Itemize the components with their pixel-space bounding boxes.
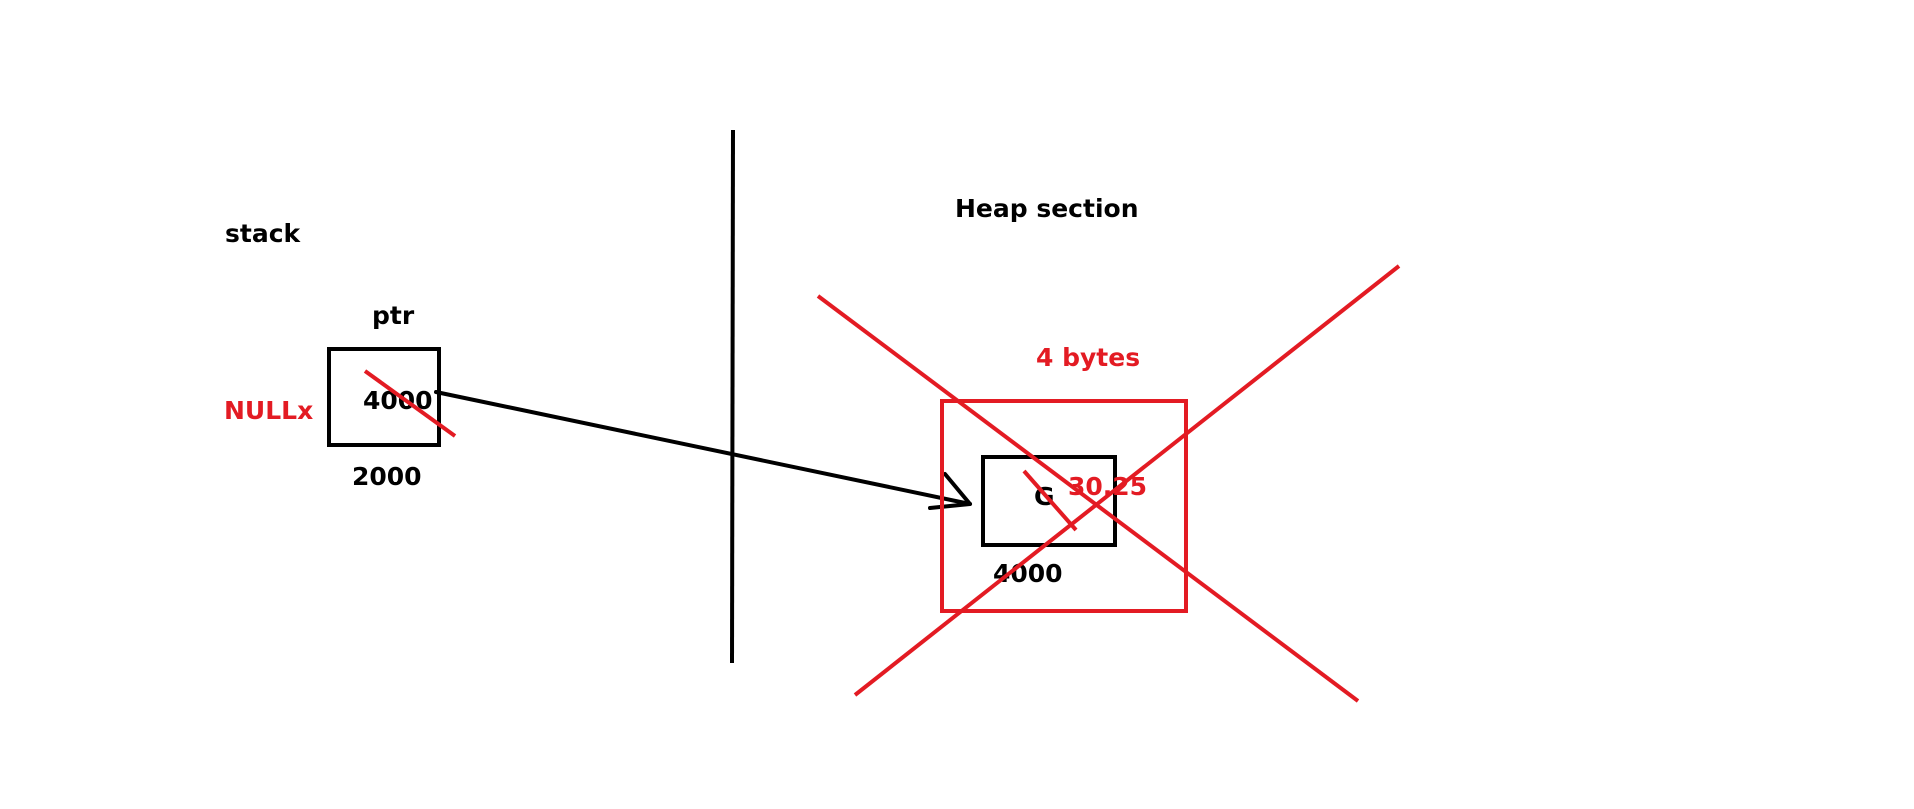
null-reassignment-label: NULLx: [224, 396, 313, 425]
stack-section-label: stack: [225, 219, 302, 248]
heap-value-strike-line: [1022, 469, 1078, 532]
pointer-arrow-line: [434, 390, 972, 506]
ptr-variable-label: ptr: [372, 301, 415, 330]
block-size-label: 4 bytes: [1036, 343, 1140, 372]
dealloc-cross-line-1: [816, 294, 1360, 703]
pointer-arrow-head: [928, 472, 972, 510]
ptr-address-label: 2000: [352, 462, 422, 491]
ptr-variable-box: [327, 347, 441, 447]
heap-value-box: [981, 455, 1117, 547]
heap-address-label: 4000: [993, 559, 1063, 588]
heap-memory-block: [940, 399, 1188, 613]
heap-section-label: Heap section: [955, 194, 1139, 223]
ptr-value-strike-line: [363, 369, 457, 438]
section-divider-line: [730, 129, 735, 664]
dealloc-cross-line-2: [853, 264, 1401, 697]
